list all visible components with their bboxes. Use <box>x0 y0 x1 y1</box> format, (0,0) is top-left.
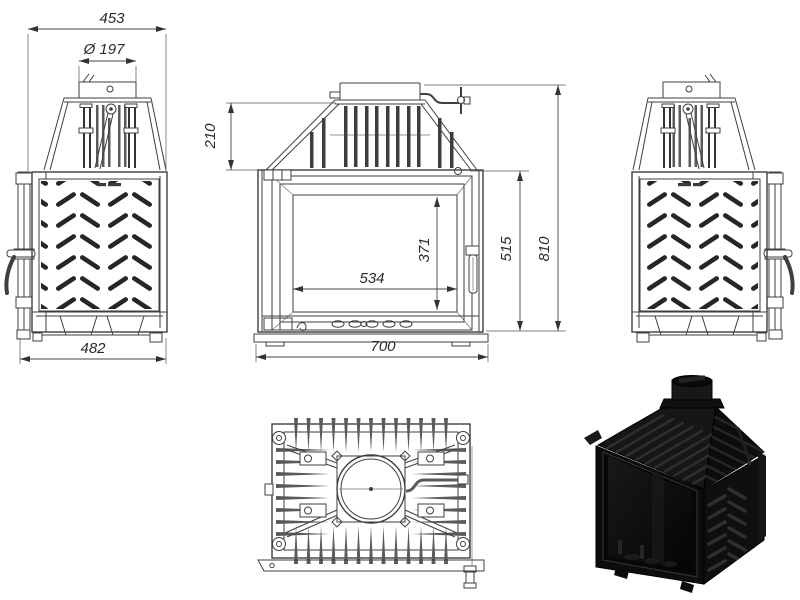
dimension-front-width: 700 <box>255 338 489 362</box>
corner-bolts <box>272 431 470 551</box>
side-tab <box>264 483 274 496</box>
dimension-label: Ø 197 <box>83 41 126 58</box>
side-chevron-fins <box>707 487 747 572</box>
base-plate <box>253 331 489 347</box>
side-lever <box>736 427 752 463</box>
damper-control-rod <box>420 87 471 114</box>
cast-brand-mark <box>97 183 106 187</box>
front-view: 210 534 371 515 810 700 <box>202 82 566 362</box>
flue-connector <box>78 73 137 99</box>
door-latch-handle <box>465 245 480 294</box>
door-assembly <box>257 169 484 333</box>
dimension-flue-diameter: Ø 197 <box>78 41 137 82</box>
dimension-label: 515 <box>498 236 515 262</box>
door-handle-icon <box>4 249 36 295</box>
flue-connector <box>329 82 421 100</box>
dimension-label: 371 <box>416 237 433 262</box>
dimension-label: 534 <box>359 270 384 287</box>
door-glass <box>292 194 458 313</box>
top-view <box>257 418 485 589</box>
front-foot <box>680 581 694 593</box>
damper-rod <box>405 446 473 566</box>
left-side-view: 453 Ø 197 482 <box>4 10 168 364</box>
dimension-glass-height: 371 <box>416 197 440 310</box>
dimension-body-height: 515 <box>470 170 566 332</box>
hood <box>43 97 167 171</box>
right-side-view <box>630 72 795 344</box>
side-view-geometry <box>4 73 168 343</box>
side-face <box>703 452 766 585</box>
dimension-total-height: 810 <box>424 84 566 331</box>
dimension-glass-width: 534 <box>293 270 457 292</box>
dimension-label: 810 <box>536 236 553 262</box>
front-glass-door <box>595 445 705 585</box>
clamp-blocks <box>299 451 445 518</box>
dimension-top-depth: 453 <box>27 10 167 171</box>
flue-collar <box>659 375 725 409</box>
front-foot <box>614 567 629 579</box>
flue-opening <box>331 450 411 528</box>
top-fins <box>294 418 448 452</box>
hood <box>265 99 478 175</box>
herringbone-panel <box>41 181 157 309</box>
air-control-slot <box>365 320 379 328</box>
dimension-hood-height: 210 <box>202 102 336 171</box>
back-pillar <box>758 452 766 542</box>
dimension-label: 700 <box>370 338 396 355</box>
dimension-base-depth: 482 <box>19 338 167 364</box>
dimension-label: 453 <box>99 10 125 27</box>
side-body <box>31 171 168 333</box>
front-plate <box>257 559 485 589</box>
base-feet <box>16 311 167 343</box>
corner-bracket <box>584 430 602 445</box>
dimension-label: 210 <box>202 123 219 150</box>
dimension-label: 482 <box>80 340 106 357</box>
render-3d <box>584 375 766 593</box>
glass-pane <box>608 456 692 573</box>
bottom-fins <box>294 526 448 564</box>
cast-ornament <box>296 322 307 331</box>
air-intake-strip <box>262 315 479 331</box>
door-hinge-top <box>263 169 292 181</box>
